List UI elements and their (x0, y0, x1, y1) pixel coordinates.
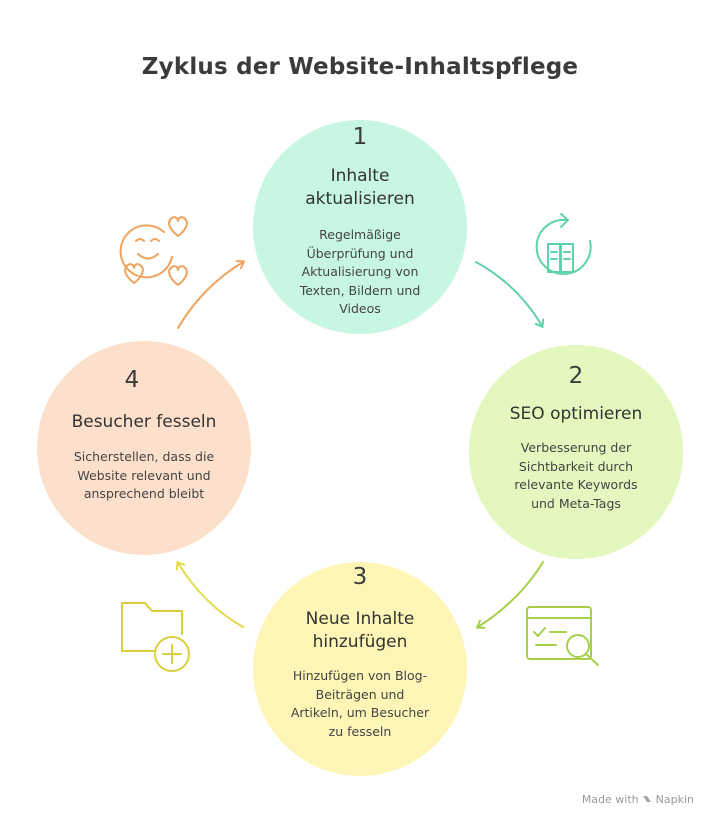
arrow-1-to-2 (475, 261, 542, 326)
napkin-watermark: Made with Napkin (581, 793, 694, 806)
step-1-number: 1 (352, 124, 368, 150)
step-1-description: Regelmäßige Überprüfung und Aktualisieru… (299, 227, 421, 316)
step-4-heading: Besucher fesseln (71, 412, 217, 432)
step-2-description: Verbesserung der Sichtbarkeit durch rele… (514, 440, 638, 511)
smiley-hearts-icon (119, 216, 188, 286)
step-3-heading: Neue Inhalte hinzufügen (305, 609, 415, 652)
refresh-document-icon (535, 213, 592, 275)
step-3-description: Hinzufügen von Blog- Beiträgen und Artik… (290, 668, 430, 739)
step-2-heading: SEO optimieren (509, 404, 643, 424)
search-checklist-icon (526, 606, 599, 666)
arrow-3-to-4 (178, 563, 244, 628)
napkin-logo-icon (643, 796, 652, 802)
step-4-number: 4 (124, 367, 140, 393)
step-2-number: 2 (568, 363, 584, 389)
step-3-number: 3 (352, 564, 368, 590)
folder-add-icon (121, 602, 190, 672)
arrow-2-to-3 (478, 561, 544, 627)
step-2-circle: 2 SEO optimieren Verbesserung der Sichtb… (469, 345, 683, 559)
step-4-circle: 4 Besucher fesseln Sicherstellen, dass d… (37, 341, 251, 555)
arrow-4-to-1 (177, 262, 243, 329)
diagram-title: Zyklus der Website-Inhaltspflege (141, 54, 579, 80)
step-1-heading: Inhalte aktualisieren (305, 166, 415, 209)
step-3-circle: 3 Neue Inhalte hinzufügen Hinzufügen von… (253, 562, 467, 776)
step-4-description: Sicherstellen, dass die Website relevant… (73, 449, 215, 501)
step-1-circle: 1 Inhalte aktualisieren Regelmäßige Über… (253, 120, 467, 334)
